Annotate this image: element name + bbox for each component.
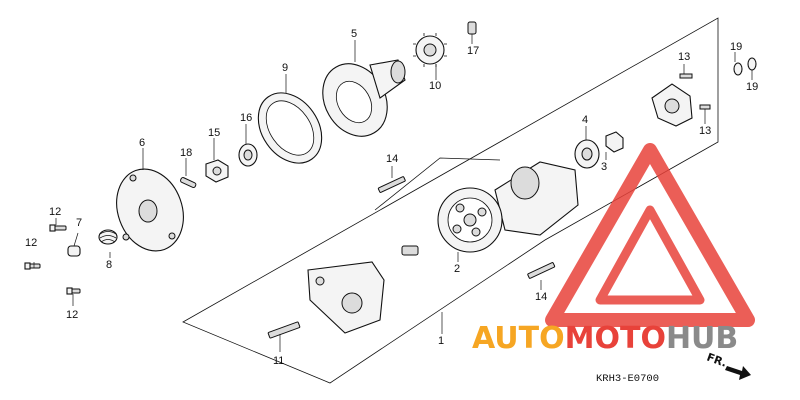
right-plate [651, 83, 693, 127]
callout-2: 2 [454, 263, 460, 275]
inner-boundary [374, 157, 501, 211]
diagram-code: KRH3-E0700 [596, 373, 659, 385]
part-4-bearing [574, 139, 600, 169]
part-5-housing [322, 59, 406, 137]
part-17-key [467, 21, 477, 35]
callout-10: 10 [429, 80, 441, 92]
part-18-pin [180, 177, 197, 189]
callout-11: 11 [273, 355, 284, 367]
callout-12b: 12 [25, 237, 37, 249]
part-8-spring [98, 229, 118, 245]
part-6-pump-cover [116, 168, 184, 252]
callout-7: 7 [76, 217, 82, 229]
part-13-screw-b [699, 104, 711, 110]
part-1-front-plate [307, 261, 385, 334]
callout-4: 4 [582, 114, 588, 126]
automotohub-watermark: AUTOMOTOHUB [472, 321, 738, 356]
callout-16: 16 [240, 112, 252, 124]
callout-18: 18 [180, 147, 192, 159]
dowel-bolt [401, 245, 419, 256]
part-12-bolt-b [24, 262, 41, 270]
callout-5: 5 [351, 28, 357, 40]
part-3-nut [605, 131, 624, 153]
callout-8: 8 [106, 259, 112, 271]
callout-15: 15 [208, 127, 220, 139]
callout-13a: 13 [678, 51, 690, 63]
part-12-bolt-a [49, 224, 67, 232]
callout-13b: 13 [699, 125, 711, 137]
part-15-nut [205, 159, 229, 183]
part-2-drive-gear [437, 187, 503, 253]
part-11-bolt [267, 321, 301, 339]
callout-19b: 19 [746, 81, 758, 93]
callout-19a: 19 [730, 41, 742, 53]
part-19-oring-a [733, 62, 743, 76]
part-13-screw-a [679, 73, 693, 79]
callouts: 1 2 3 4 5 6 7 8 9 10 11 12 12 12 13 13 1… [25, 28, 758, 367]
watermark-part1: AUTO [472, 321, 565, 356]
watermark-part3: HUB [666, 321, 738, 356]
part-14-bolt-a [377, 176, 406, 193]
part-12-bolt-c [66, 287, 81, 295]
watermark-part2: MOTO [565, 321, 666, 356]
callout-9: 9 [282, 62, 288, 74]
part-9-gasket [257, 92, 323, 164]
callout-6: 6 [139, 137, 145, 149]
callout-1: 1 [438, 335, 444, 347]
part-19-oring-b [747, 57, 757, 71]
leader-lines [33, 34, 753, 352]
callout-3: 3 [601, 161, 607, 173]
pump-body [494, 161, 579, 236]
direction-arrow-icon [725, 366, 751, 380]
part-7-plunger [67, 245, 81, 257]
callout-14b: 14 [535, 291, 547, 303]
callout-17: 17 [467, 45, 479, 57]
part-14-bolt-b [527, 262, 556, 279]
automotohub-logo-mark [545, 143, 755, 327]
callout-14a: 14 [386, 153, 398, 165]
callout-12c: 12 [66, 309, 78, 321]
part-10-gear [413, 33, 447, 67]
part-16-washer [238, 143, 258, 167]
callout-12a: 12 [49, 206, 61, 218]
